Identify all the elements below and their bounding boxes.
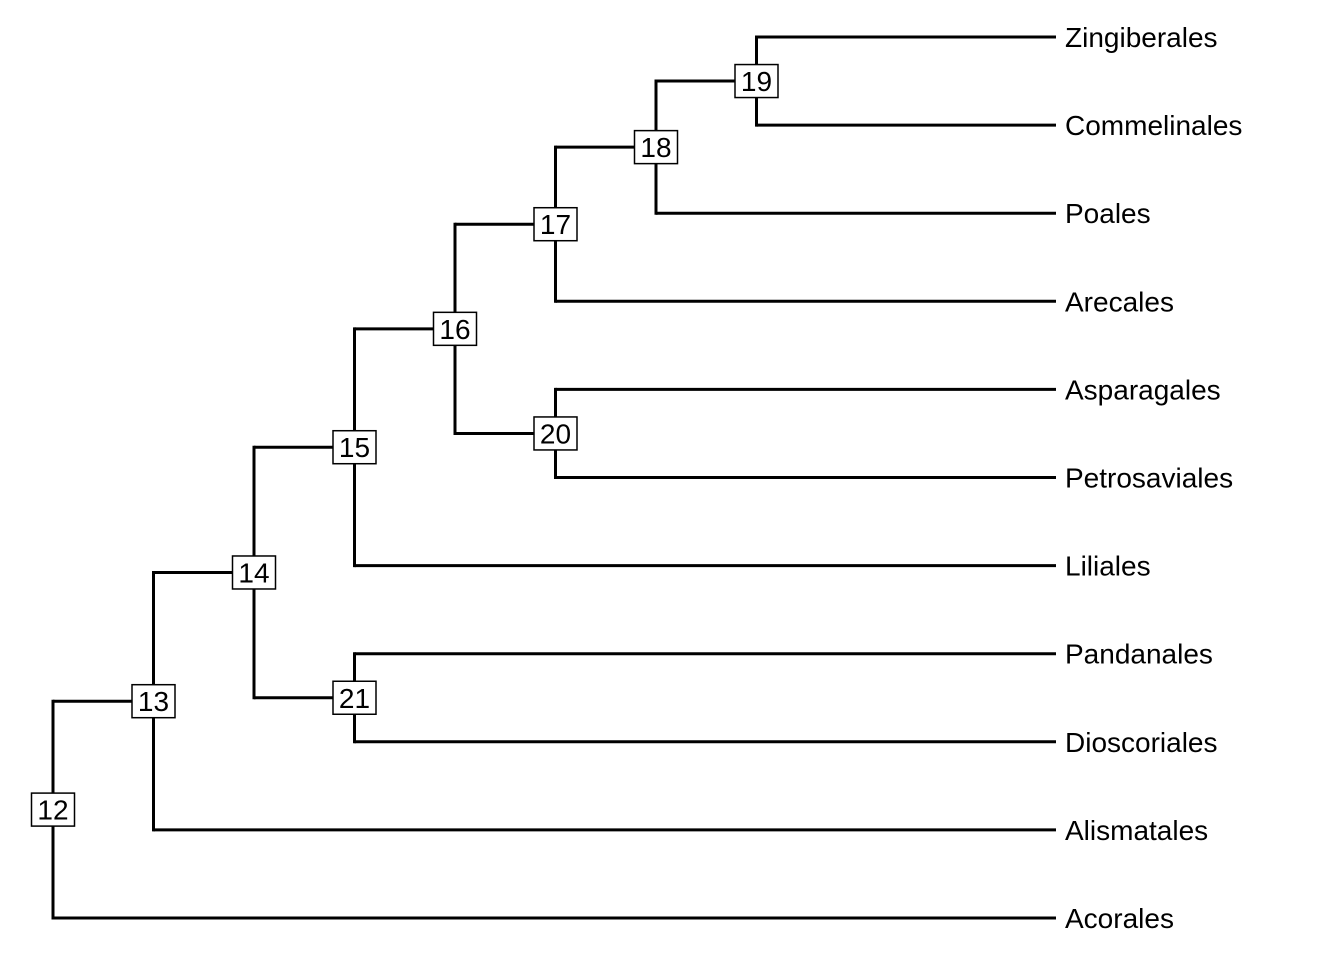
- node-box: [633, 129, 679, 165]
- node-number: 12: [37, 795, 68, 826]
- node-label: 13: [131, 683, 176, 719]
- node-label: 17: [533, 206, 578, 242]
- node-box: [533, 206, 578, 242]
- tip-label: Zingiberales: [1065, 22, 1218, 53]
- node-number: 21: [339, 683, 370, 714]
- tip-label: Dioscoriales: [1065, 727, 1218, 758]
- node-label: 12: [30, 792, 76, 827]
- node-number: 16: [439, 314, 470, 345]
- node-number: 15: [339, 432, 370, 463]
- node-label: 15: [332, 429, 377, 465]
- node-number: 17: [540, 209, 571, 240]
- tip-label: Acorales: [1065, 903, 1174, 934]
- tip-label: Arecales: [1065, 286, 1174, 317]
- node-number: 18: [640, 132, 671, 163]
- node-box: [432, 311, 478, 347]
- node-number: 19: [741, 66, 772, 97]
- node-label: 20: [533, 416, 578, 451]
- node-number: 13: [138, 686, 169, 717]
- node-label: 18: [633, 129, 679, 165]
- tip-label: Petrosaviales: [1065, 463, 1233, 494]
- node-number: 20: [540, 418, 571, 449]
- node-box: [30, 792, 76, 827]
- node-box: [734, 63, 779, 99]
- tip-label: Pandanales: [1065, 639, 1213, 670]
- node-box: [131, 683, 176, 719]
- node-label: 21: [332, 680, 377, 715]
- tip-label: Alismatales: [1065, 815, 1208, 846]
- tip-label: Commelinales: [1065, 110, 1242, 141]
- tip-label: Asparagales: [1065, 374, 1221, 405]
- tip-label: Liliales: [1065, 551, 1151, 582]
- node-label: 19: [734, 63, 779, 99]
- node-label: 16: [432, 311, 478, 347]
- node-label: 14: [231, 555, 277, 590]
- node-box: [332, 429, 377, 465]
- tip-label: Poales: [1065, 198, 1151, 229]
- node-box: [231, 555, 277, 590]
- node-box: [533, 416, 578, 451]
- node-box: [332, 680, 377, 715]
- node-number: 14: [238, 557, 269, 588]
